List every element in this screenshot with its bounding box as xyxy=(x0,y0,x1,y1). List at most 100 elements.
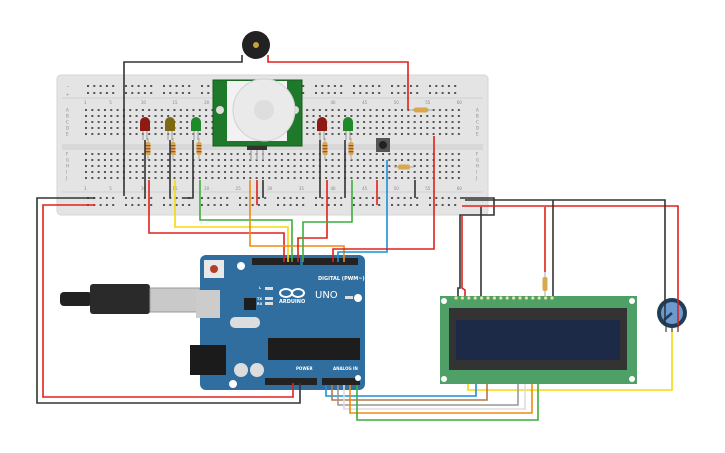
led[interactable] xyxy=(165,117,175,140)
row-label: I xyxy=(66,170,67,175)
column-label: 45 xyxy=(362,100,368,105)
red-wire[interactable] xyxy=(462,205,679,325)
rx-label: RX xyxy=(257,302,263,306)
led[interactable] xyxy=(317,117,327,140)
breadboard-holes xyxy=(85,85,460,206)
column-label: 60 xyxy=(457,186,463,191)
potentiometer[interactable] xyxy=(657,298,687,332)
resistor[interactable] xyxy=(196,138,202,160)
column-label: 1 xyxy=(84,100,87,105)
rail-minus-label: − xyxy=(66,84,69,89)
red-wire[interactable] xyxy=(461,215,466,296)
yellow-wire[interactable] xyxy=(174,180,289,262)
orange-wire[interactable] xyxy=(249,180,345,262)
row-label: J xyxy=(475,176,477,181)
l-label: L xyxy=(259,286,262,290)
on-label: ON xyxy=(355,297,361,301)
led[interactable] xyxy=(140,117,150,140)
row-label: E xyxy=(476,132,479,137)
resistors xyxy=(145,107,548,298)
row-label: D xyxy=(476,126,479,131)
row-label: D xyxy=(66,126,69,131)
column-label: 10 xyxy=(141,100,147,105)
red-wire[interactable] xyxy=(297,180,328,262)
push-button[interactable] xyxy=(376,138,390,152)
column-label: 15 xyxy=(172,100,178,105)
column-label: 45 xyxy=(362,186,368,191)
leds xyxy=(140,117,353,140)
arduino-model: UNO xyxy=(315,290,338,301)
row-label: A xyxy=(476,108,479,113)
row-label: J xyxy=(65,176,67,181)
resistor[interactable] xyxy=(322,138,328,160)
wires xyxy=(36,55,679,421)
arduino-brand: ARDUINO xyxy=(279,299,305,305)
row-label: I xyxy=(476,170,477,175)
resistor[interactable] xyxy=(410,107,432,113)
column-label: 40 xyxy=(330,186,336,191)
column-label: 20 xyxy=(204,186,210,191)
digital-label: DIGITAL (PWM~) xyxy=(318,276,365,282)
green-wire[interactable] xyxy=(302,180,353,262)
column-label: 55 xyxy=(425,100,431,105)
green-wire[interactable] xyxy=(356,384,539,421)
black-wire[interactable] xyxy=(465,199,666,325)
blue-wire[interactable] xyxy=(325,384,477,397)
white-wire[interactable] xyxy=(343,384,526,410)
black-wire[interactable] xyxy=(123,55,243,196)
red-wire[interactable] xyxy=(267,55,409,110)
red-wire[interactable] xyxy=(332,136,435,262)
usb-cable xyxy=(60,292,92,306)
yellow-wire[interactable] xyxy=(467,332,673,391)
column-label: 35 xyxy=(299,186,305,191)
led[interactable] xyxy=(191,117,201,140)
tx-label: TX xyxy=(257,297,262,301)
red-wire[interactable] xyxy=(148,180,285,262)
row-label: G xyxy=(66,158,69,163)
row-label: H xyxy=(66,164,69,169)
power-label: POWER xyxy=(296,366,313,371)
column-label: 50 xyxy=(394,186,400,191)
black-wire[interactable] xyxy=(184,140,194,199)
column-label: 10 xyxy=(141,186,147,191)
row-label: G xyxy=(476,158,479,163)
black-wire[interactable] xyxy=(36,197,301,404)
column-label: 50 xyxy=(394,100,400,105)
rail-plus-label: + xyxy=(66,92,69,97)
green-wire[interactable] xyxy=(199,180,293,262)
resistor[interactable] xyxy=(145,138,151,160)
row-label: A xyxy=(66,108,69,113)
row-label: H xyxy=(476,164,479,169)
black-wire[interactable] xyxy=(457,197,495,296)
row-label: F xyxy=(66,152,69,157)
row-label: E xyxy=(66,132,69,137)
lcd-16x2[interactable] xyxy=(440,296,637,384)
column-label: 40 xyxy=(330,100,336,105)
red-wire[interactable] xyxy=(42,204,294,398)
pir-sensor[interactable] xyxy=(212,78,303,160)
column-label: 5 xyxy=(109,100,112,105)
brown-wire[interactable] xyxy=(331,384,488,401)
blue-wire[interactable] xyxy=(337,160,388,262)
resistor[interactable] xyxy=(348,138,354,160)
gray-wire[interactable] xyxy=(337,384,519,406)
row-label: B xyxy=(66,114,69,119)
row-label: C xyxy=(476,120,479,125)
led[interactable] xyxy=(343,117,353,140)
resistor[interactable] xyxy=(542,272,548,298)
column-label: 5 xyxy=(109,186,112,191)
piezo-buzzer[interactable] xyxy=(242,31,270,59)
column-label: 25 xyxy=(236,186,242,191)
analog-label: ANALOG IN xyxy=(333,366,358,371)
resistor[interactable] xyxy=(170,138,176,160)
row-label: F xyxy=(476,152,479,157)
column-label: 60 xyxy=(457,100,463,105)
arduino-uno[interactable]: DIGITAL (PWM~) ARDUINO UNO POWER ANALOG … xyxy=(60,255,365,390)
resistor[interactable] xyxy=(394,164,414,170)
orange-wire[interactable] xyxy=(349,384,533,414)
lcd-screen xyxy=(456,320,620,360)
